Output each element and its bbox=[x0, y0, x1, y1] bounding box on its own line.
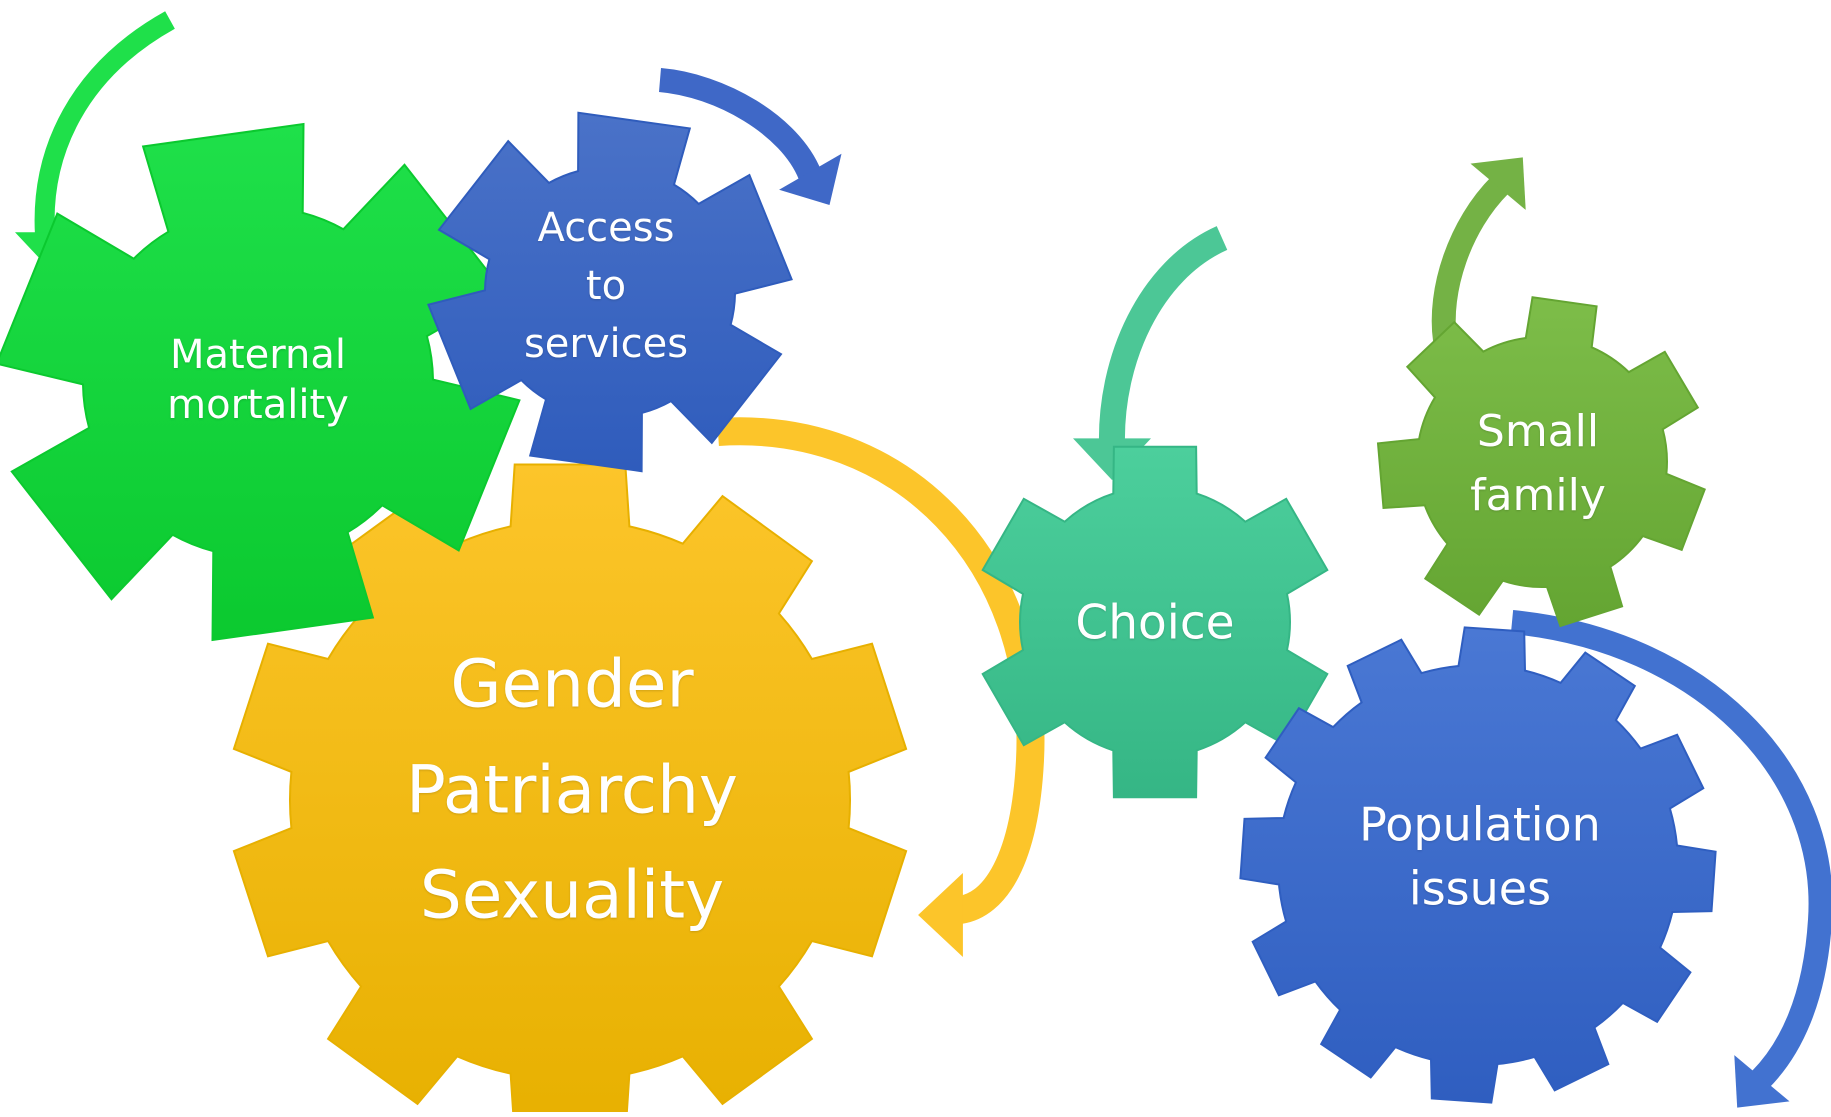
arrows-layer bbox=[15, 11, 1831, 1108]
gear-label-line: Sexuality bbox=[419, 856, 725, 934]
gear-label-line: Choice bbox=[1075, 595, 1235, 651]
teal-arrow-shaft bbox=[1098, 226, 1228, 446]
gears-layer bbox=[0, 111, 1717, 1117]
gear-label-line: mortality bbox=[167, 382, 349, 428]
gear-maternal-icon bbox=[0, 122, 521, 642]
gear-label-maternal: Maternal mortality bbox=[167, 330, 349, 430]
gear-population-icon bbox=[1239, 626, 1717, 1104]
blue-arrow-top-head bbox=[779, 153, 842, 205]
blue-arrow-right-shaft bbox=[1510, 610, 1831, 1089]
gear-choice-icon bbox=[981, 445, 1329, 799]
olive-arrow-shaft bbox=[1431, 176, 1509, 342]
green-arrow-shaft bbox=[34, 11, 175, 236]
blue-arrow-top-icon bbox=[658, 68, 842, 205]
gear-label-access: Access to services bbox=[524, 199, 688, 373]
gear-label-line: Small bbox=[1476, 406, 1600, 458]
gear-access-icon bbox=[427, 111, 793, 473]
gold-arrow-head bbox=[918, 873, 963, 957]
blue-arrow-right-icon bbox=[1510, 610, 1831, 1108]
blue-arrow-top-shaft bbox=[658, 68, 822, 181]
gear-gender-icon bbox=[232, 463, 908, 1117]
gear-label-line: issues bbox=[1408, 862, 1552, 916]
gear-label-line: family bbox=[1470, 470, 1606, 521]
gear-label-line: Gender bbox=[450, 645, 694, 723]
gear-label-line: Maternal bbox=[169, 332, 347, 378]
gear-small-icon bbox=[1376, 296, 1706, 628]
gear-label-line: to bbox=[585, 263, 627, 309]
gear-label-line: Patriarchy bbox=[406, 751, 738, 829]
gear-label-line: services bbox=[523, 321, 689, 367]
blue-arrow-right-head bbox=[1734, 1055, 1790, 1108]
olive-arrow-icon bbox=[1431, 157, 1526, 342]
teal-arrow-icon bbox=[1073, 226, 1228, 480]
gear-label-small: Small family bbox=[1470, 400, 1606, 528]
gear-label-line: Access bbox=[537, 205, 675, 251]
olive-arrow-head bbox=[1470, 157, 1526, 210]
gear-label-population: Population issues bbox=[1359, 793, 1601, 922]
gear-label-choice: Choice bbox=[1075, 595, 1234, 654]
green-arrow-icon bbox=[15, 11, 175, 265]
gear-label-gender: Gender Patriarchy Sexuality bbox=[406, 632, 738, 949]
gear-label-line: Population bbox=[1359, 797, 1601, 852]
